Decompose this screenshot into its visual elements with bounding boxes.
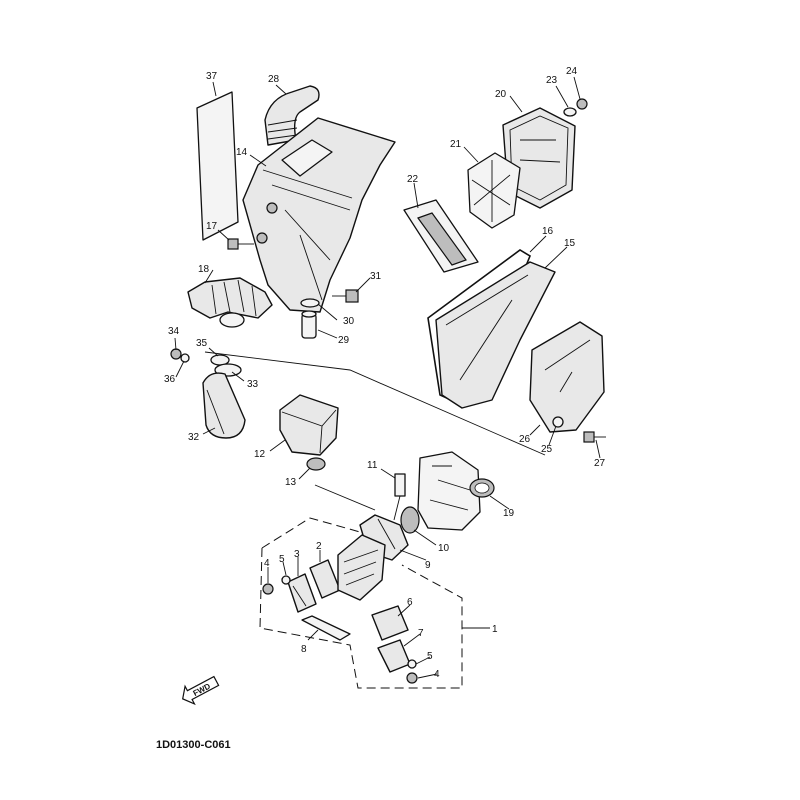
callout-37: 37 [206, 71, 218, 82]
callout-10: 10 [438, 543, 450, 554]
part-24-bolt [576, 98, 588, 110]
part-31-bolt [332, 289, 359, 303]
part-22-filter-frame [403, 199, 479, 273]
part-23-washer [563, 107, 577, 117]
callout-4-upper: 4 [264, 558, 270, 569]
part-carburetor [417, 451, 481, 531]
callout-27: 27 [594, 458, 606, 469]
callout-5-upper: 5 [279, 554, 285, 565]
callout-12: 12 [254, 449, 266, 460]
fwd-arrow-icon: FWD [182, 675, 220, 706]
callout-25: 25 [541, 444, 553, 455]
callout-11: 11 [367, 460, 378, 471]
part-11-bolt [393, 473, 406, 521]
callout-16: 16 [542, 226, 554, 237]
part-12-cap [279, 394, 339, 456]
part-14-air-box [242, 117, 396, 313]
part-3-reed-petal [287, 573, 317, 613]
callout-23: 23 [546, 75, 558, 86]
callout-31: 31 [370, 271, 382, 282]
part-5-washer-upper [281, 575, 291, 585]
part-5-washer-lower [407, 659, 417, 669]
part-reed-block [337, 534, 386, 601]
diagram-code: 1D01300-C061 [156, 739, 231, 751]
callout-4-lower: 4 [434, 669, 440, 680]
callout-5-lower: 5 [427, 651, 433, 662]
callout-36: 36 [164, 374, 176, 385]
part-26-side-panel [529, 321, 605, 433]
callout-21: 21 [450, 139, 462, 150]
part-25-grommet [552, 416, 564, 428]
callout-22: 22 [407, 174, 419, 185]
part-30-clip [300, 298, 320, 308]
callout-3: 3 [294, 549, 300, 560]
part-19-clamp [469, 478, 495, 498]
callout-34: 34 [168, 326, 180, 337]
part-37-gasket [196, 91, 239, 241]
callout-33: 33 [247, 379, 259, 390]
callout-14: 14 [236, 147, 248, 158]
callout-30: 30 [343, 316, 355, 327]
leader-lines [174, 76, 601, 679]
callout-20: 20 [495, 89, 507, 100]
callout-32: 32 [188, 432, 200, 443]
part-32-drain-tube [202, 372, 246, 439]
part-18-intake-boot [187, 277, 273, 328]
callout-17: 17 [206, 221, 218, 232]
callout-24: 24 [566, 66, 578, 77]
part-21-filter-guide [467, 152, 521, 229]
part-34-screw [170, 348, 182, 360]
part-4-bolt-upper [262, 583, 274, 595]
part-13-clamp [306, 457, 326, 471]
part-15-cover [435, 261, 556, 409]
callout-18: 18 [198, 264, 210, 275]
part-28-duct [264, 85, 320, 146]
callout-35: 35 [196, 338, 208, 349]
callout-13: 13 [285, 477, 297, 488]
callout-29: 29 [338, 335, 350, 346]
part-6-reed-petal [371, 605, 409, 641]
callout-7: 7 [418, 628, 424, 639]
part-29-collar [301, 310, 317, 339]
part-10-clamp [400, 506, 420, 534]
callout-15: 15 [564, 238, 576, 249]
part-2-reed-valve [309, 559, 341, 599]
part-8-gasket [301, 615, 351, 641]
callout-8: 8 [301, 644, 307, 655]
callout-26: 26 [519, 434, 531, 445]
part-27-screw [583, 431, 606, 443]
callout-labels: 37 28 14 17 18 31 30 29 34 35 36 33 32 1… [164, 66, 606, 680]
part-36-washer [180, 353, 190, 363]
callout-6: 6 [407, 597, 413, 608]
callout-2: 2 [316, 541, 322, 552]
part-4-bolt-lower [406, 672, 418, 684]
callout-1: 1 [492, 624, 498, 635]
part-17-bolt [227, 238, 254, 250]
callout-19: 19 [503, 508, 515, 519]
callout-28: 28 [268, 74, 280, 85]
callout-9: 9 [425, 560, 431, 571]
